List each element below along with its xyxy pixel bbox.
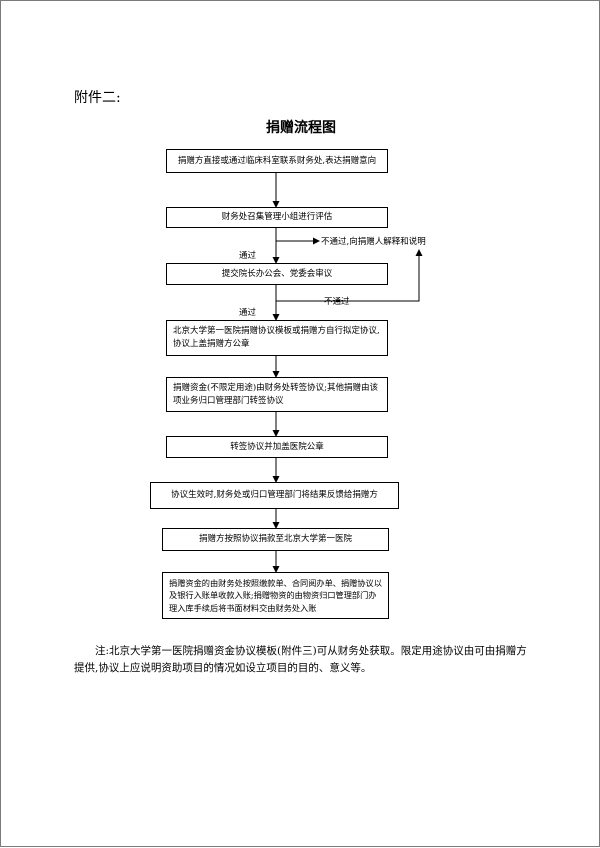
branch-label-pass-1: 通过 — [239, 251, 257, 261]
branch-label-reject-1: 不通过,向捐赠人解释和说明 — [321, 237, 426, 247]
flow-step-8: 捐赠方按照协议捐款至北京大学第一医院 — [162, 528, 389, 551]
annex-label: 附件二: — [74, 90, 121, 106]
arrow-reject2-loop — [276, 249, 423, 302]
flow-step-7: 协议生效时,财务处或归口管理部门将结果反馈给捐赠方 — [150, 482, 399, 509]
flow-step-4: 北京大学第一医院捐赠协议模板或捐赠方自行拟定协议,协议上盖捐赠方公章 — [166, 320, 388, 356]
flow-step-9: 捐赠资金的由财务处按照缴款单、合同阅办单、捐赠协议以及银行入账单收款入账;捐赠物… — [162, 572, 389, 619]
branch-label-reject-2: 不通过 — [324, 297, 350, 307]
flow-step-6: 转签协议并加盖医院公章 — [166, 436, 388, 458]
flow-step-1: 捐赠方直接或通过临床科室联系财务处,表达捐赠意向 — [166, 149, 388, 173]
flow-step-5: 捐赠资金(不限定用途)由财务处转签协议;其他捐赠由该项业务归口管理部门转签协议 — [166, 377, 388, 412]
branch-label-pass-2: 通过 — [239, 308, 257, 318]
page-title: 捐赠流程图 — [266, 120, 336, 136]
footnote: 注:北京大学第一医院捐赠资金协议模板(附件三)可从财务处获取。限定用途协议由可由… — [74, 645, 527, 674]
flow-step-2: 财务处召集管理小组进行评估 — [166, 207, 388, 228]
flow-step-3: 提交院长办公会、党委会审议 — [166, 263, 388, 285]
